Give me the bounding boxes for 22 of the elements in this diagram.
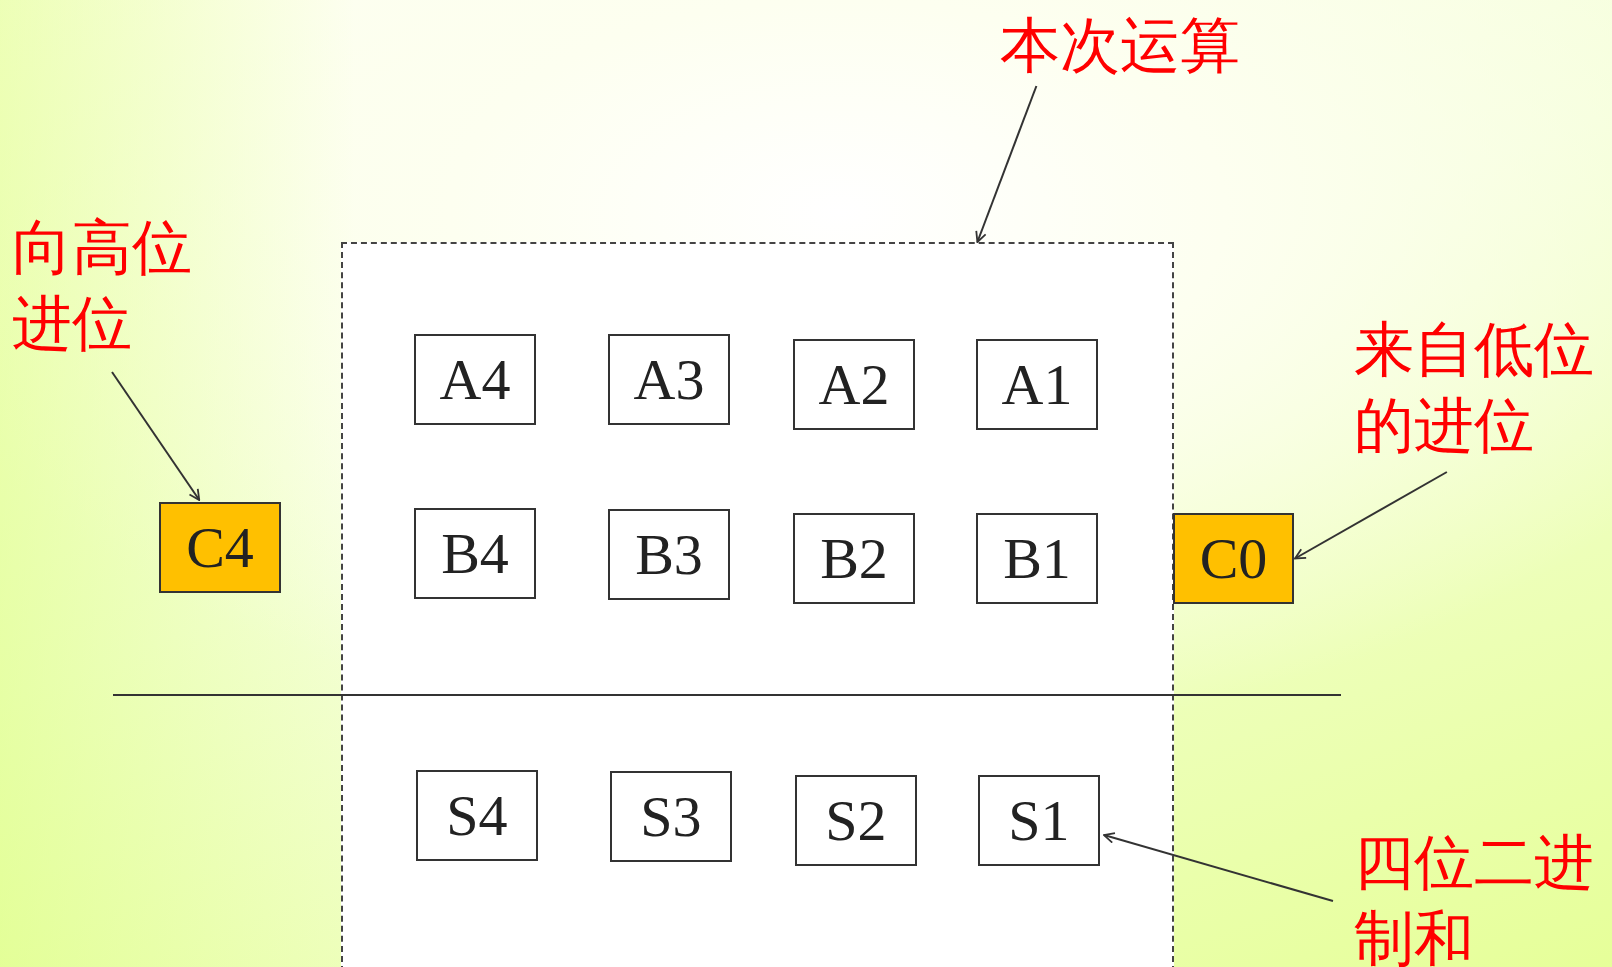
annotation-text: 向高位进位 — [12, 214, 193, 359]
arrow — [111, 371, 201, 501]
bit-box: S4 — [416, 770, 538, 861]
dashed-frame — [341, 242, 1174, 967]
bit-box: B4 — [414, 508, 536, 599]
bit-box: S2 — [795, 775, 917, 866]
bit-box: S3 — [610, 771, 732, 862]
bit-box: B2 — [793, 513, 915, 604]
bit-box: A3 — [608, 334, 730, 425]
bit-box: B3 — [608, 509, 730, 600]
bit-box: B1 — [976, 513, 1098, 604]
bit-box: A2 — [793, 339, 915, 430]
annotation-text: 本次运算 — [1000, 12, 1240, 81]
carry-box: C0 — [1173, 513, 1294, 604]
annotation-text: 来自低位的进位 — [1354, 316, 1595, 461]
carry-box: C4 — [159, 502, 281, 593]
arrow — [975, 85, 1038, 243]
arrow — [1103, 832, 1334, 902]
arrow — [1294, 471, 1448, 560]
bit-box: A1 — [976, 339, 1098, 430]
bit-box: S1 — [978, 775, 1100, 866]
bit-box: A4 — [414, 334, 536, 425]
